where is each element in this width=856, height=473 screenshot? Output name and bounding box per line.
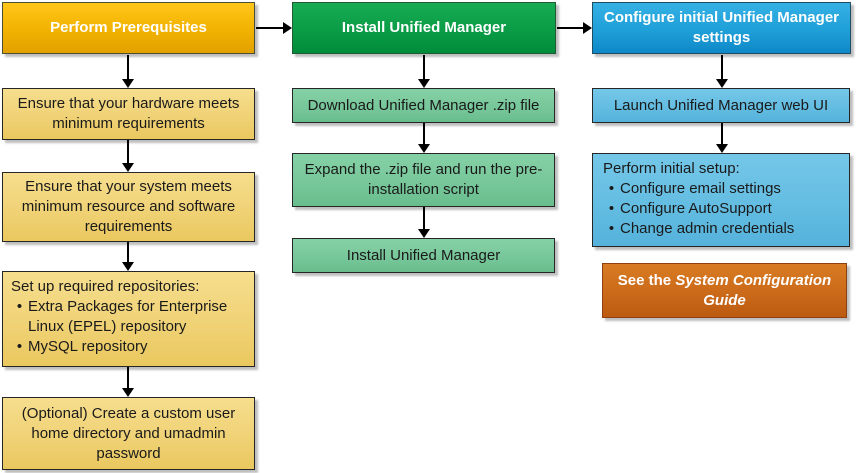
bullet-label: Configure AutoSupport bbox=[620, 200, 772, 217]
list-item: • MySQL repository bbox=[11, 337, 246, 357]
step-hardware-requirements: Ensure that your hardware meets minimum … bbox=[2, 88, 255, 140]
header-label: Perform Prerequisites bbox=[50, 19, 207, 36]
header-perform-prerequisites: Perform Prerequisites bbox=[2, 2, 255, 54]
list-item: • Configure AutoSupport bbox=[603, 199, 841, 219]
list-item: • Change admin credentials bbox=[603, 219, 841, 239]
step-intro: Set up required repositories: bbox=[11, 278, 200, 295]
arrow-down-icon bbox=[716, 123, 728, 153]
step-launch-web-ui: Launch Unified Manager web UI bbox=[592, 88, 850, 123]
step-custom-user: (Optional) Create a custom user home dir… bbox=[2, 397, 255, 470]
header-install-unified-manager: Install Unified Manager bbox=[292, 2, 556, 54]
step-intro: Perform initial setup: bbox=[603, 160, 740, 177]
note-prefix: See the bbox=[617, 271, 672, 289]
step-label: Launch Unified Manager web UI bbox=[613, 96, 829, 114]
arrow-down-icon bbox=[716, 55, 728, 88]
step-label: (Optional) Create a custom user home dir… bbox=[21, 404, 236, 462]
step-initial-setup: Perform initial setup: • Configure email… bbox=[592, 153, 850, 247]
bullet-label: Extra Packages for Enterprise Linux (EPE… bbox=[28, 298, 228, 335]
list-item: • Extra Packages for Enterprise Linux (E… bbox=[11, 297, 246, 337]
header-label: Install Unified Manager bbox=[341, 19, 507, 36]
step-label: Ensure that your system meets minimum re… bbox=[21, 178, 236, 235]
step-label: Install Unified Manager bbox=[346, 246, 501, 264]
step-download-zip: Download Unified Manager .zip file bbox=[292, 88, 555, 123]
arrow-right-icon bbox=[256, 22, 292, 34]
arrow-down-icon bbox=[122, 242, 134, 271]
arrow-right-icon bbox=[557, 22, 592, 34]
bullet-label: Configure email settings bbox=[620, 180, 781, 197]
list-item: • Configure email settings bbox=[603, 179, 841, 199]
arrow-down-icon bbox=[418, 55, 430, 88]
header-label: Configure initial Unified Manager settin… bbox=[603, 9, 839, 46]
bullet-icon: • bbox=[16, 298, 23, 315]
bullet-icon: • bbox=[608, 220, 615, 237]
arrow-down-icon bbox=[122, 367, 134, 397]
step-label: Ensure that your hardware meets minimum … bbox=[17, 95, 240, 132]
bullet-label: MySQL repository bbox=[28, 338, 148, 355]
note-guide-title: System Configuration Guide bbox=[675, 271, 832, 309]
step-expand-zip: Expand the .zip file and run the pre-ins… bbox=[292, 153, 555, 207]
arrow-down-icon bbox=[418, 207, 430, 238]
header-configure-initial-settings: Configure initial Unified Manager settin… bbox=[592, 2, 851, 54]
bullet-icon: • bbox=[16, 338, 23, 355]
step-label: Expand the .zip file and run the pre-ins… bbox=[304, 161, 543, 198]
arrow-down-icon bbox=[122, 55, 134, 88]
arrow-down-icon bbox=[122, 140, 134, 172]
bullet-label: Change admin credentials bbox=[620, 220, 795, 237]
arrow-down-icon bbox=[418, 123, 430, 153]
step-label: Download Unified Manager .zip file bbox=[307, 96, 540, 114]
bullet-icon: • bbox=[608, 200, 615, 217]
bullet-icon: • bbox=[608, 180, 615, 197]
step-system-requirements: Ensure that your system meets minimum re… bbox=[2, 172, 255, 242]
step-install-unified-manager: Install Unified Manager bbox=[292, 238, 555, 273]
step-setup-repositories: Set up required repositories: • Extra Pa… bbox=[2, 271, 255, 367]
